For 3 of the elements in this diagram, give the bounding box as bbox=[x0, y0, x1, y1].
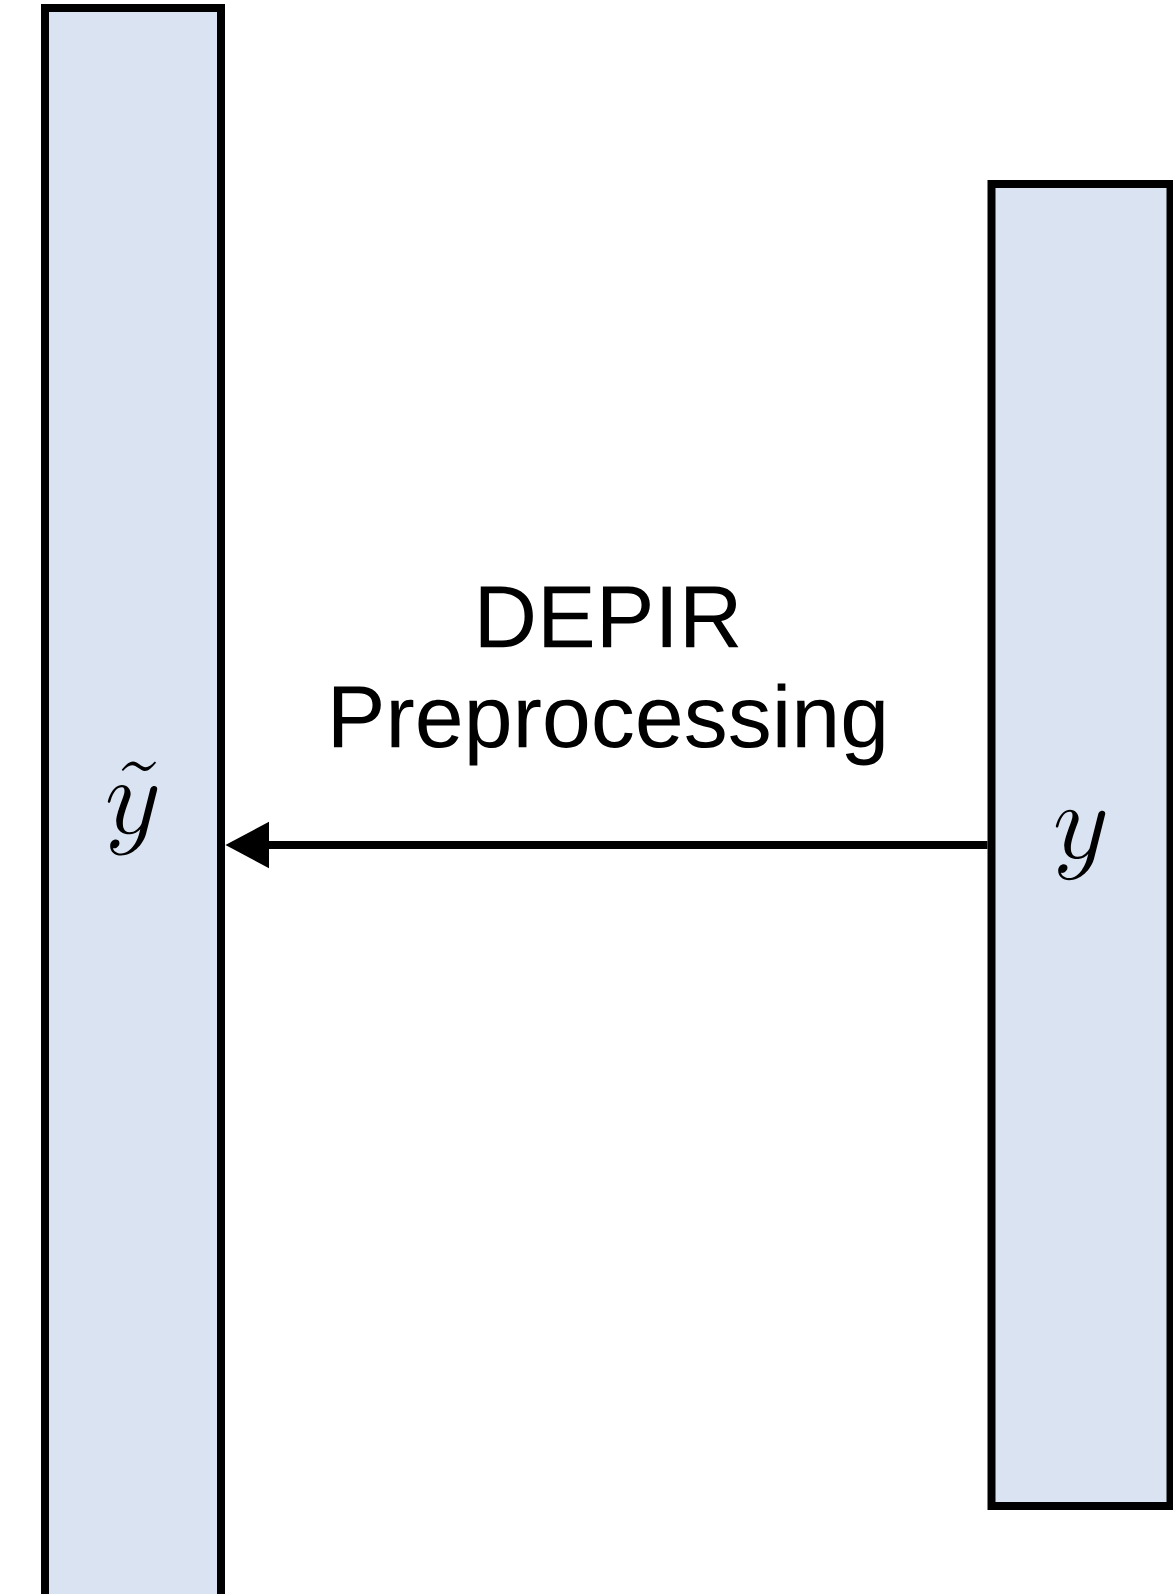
bar: $\tilde{y}$ bbox=[41, 4, 225, 1594]
edge-label: DEPIR Preprocessing bbox=[333, 586, 884, 766]
bar: $y$ bbox=[987, 180, 1173, 1510]
